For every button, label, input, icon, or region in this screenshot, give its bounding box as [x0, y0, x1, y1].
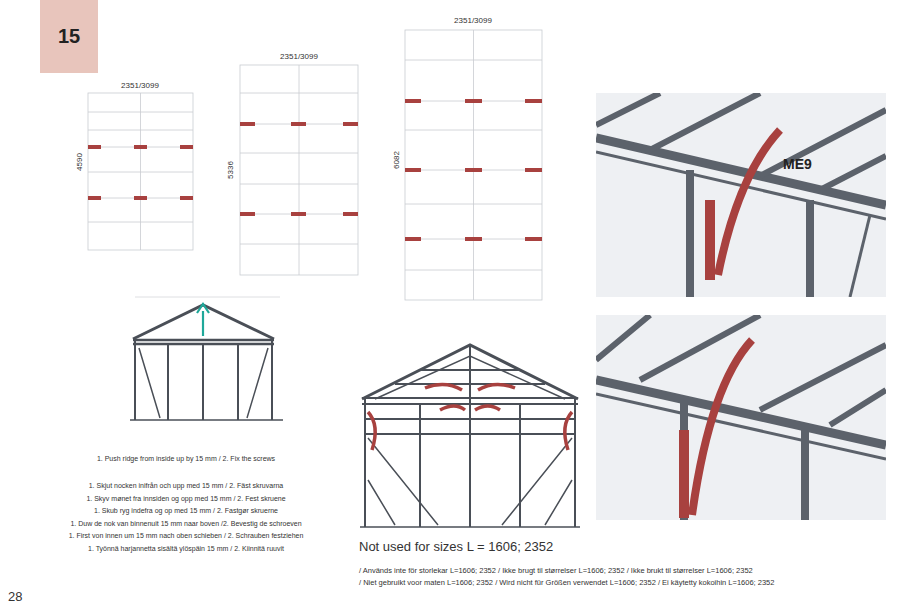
step-number-box: 15 [40, 0, 98, 73]
dimension: 5336 [226, 161, 235, 179]
instruction: 1. Duw de nok van binnenuit 15 mm naar b… [70, 520, 301, 528]
instruction: 1. Push ridge from inside up by 15 mm / … [97, 455, 275, 463]
bracket-render-bottom [596, 315, 886, 520]
part-name: ME9 [783, 156, 812, 172]
note: Not used for sizes L = 1606; 2352 [359, 540, 553, 555]
instruction: 1. First von innen um 15 mm nach oben sc… [69, 532, 304, 540]
note: / Niet gebruikt voor maten L=1606; 2352 … [359, 579, 774, 588]
bracket-render-top [596, 93, 886, 297]
step-number: 15 [58, 25, 80, 48]
dimension: 4590 [75, 153, 84, 171]
dimension: 2351/3099 [121, 81, 159, 90]
dimension: 6082 [392, 151, 401, 169]
instruction: 1. Työnnä harjannetta sisältä ylöspäin 1… [88, 545, 284, 553]
instruction: 1. Skyv mønet fra innsiden og opp med 15… [86, 495, 285, 503]
instruction: 1. Skub ryg indefra og op med 15 mm / 2.… [94, 507, 278, 515]
instruction: 1. Skjut nocken inifrån och upp med 15 m… [89, 482, 284, 490]
dimension: 2351/3099 [454, 16, 492, 25]
page-number: 28 [8, 590, 22, 605]
note: / Används inte för storlekar L=1606; 235… [359, 567, 753, 576]
dimension: 2351/3099 [280, 52, 318, 61]
